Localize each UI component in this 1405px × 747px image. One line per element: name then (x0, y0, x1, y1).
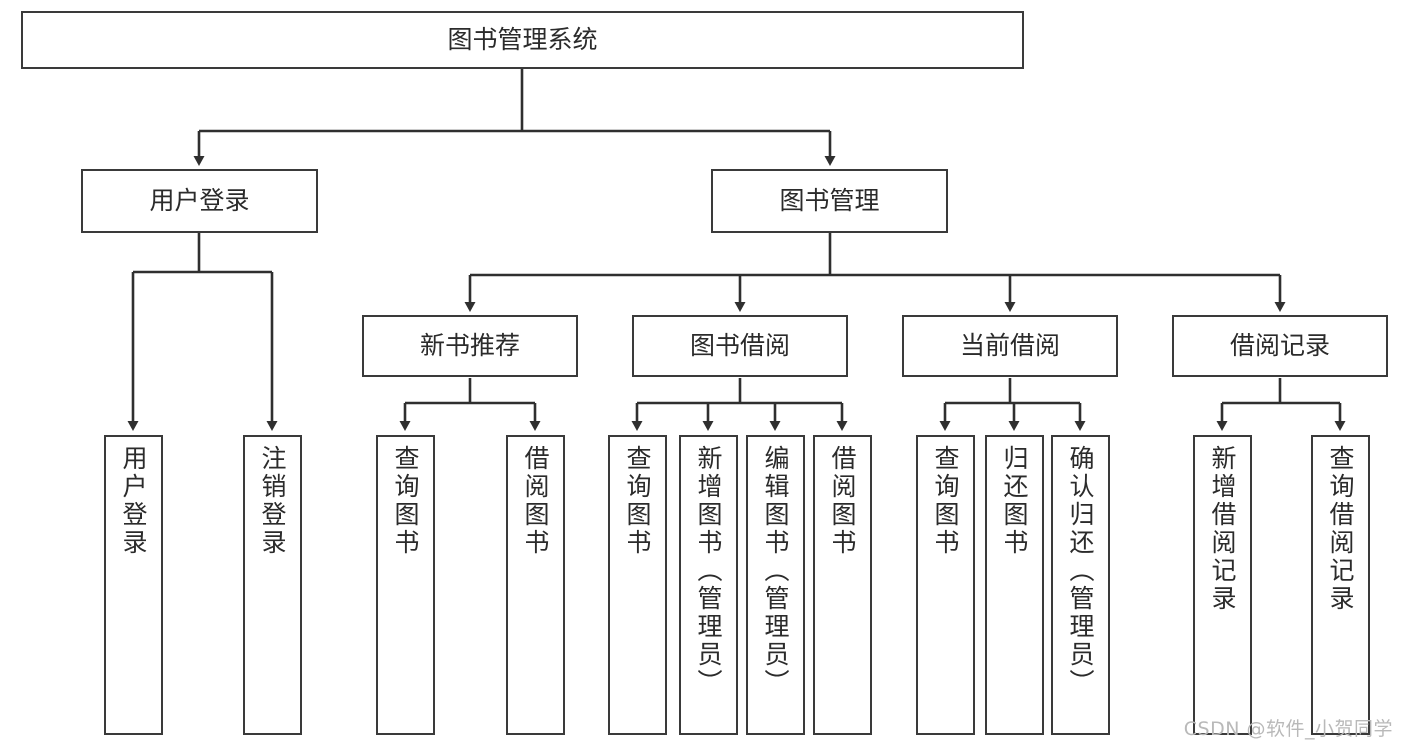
node-new-book-recommend[interactable]: 新书推荐 (362, 315, 578, 377)
node-user-login[interactable]: 用户登录 (81, 169, 318, 233)
leaf-borrow-record-add[interactable]: 新增借阅记录 (1193, 435, 1252, 735)
node-label: 确认归还（管理员） (1066, 445, 1095, 697)
node-label: 归还图书 (1000, 445, 1029, 557)
node-label: 图书借阅 (689, 331, 790, 361)
leaf-new-book-query[interactable]: 查询图书 (376, 435, 435, 735)
leaf-book-borrow-query[interactable]: 查询图书 (608, 435, 667, 735)
leaf-current-borrow-return[interactable]: 归还图书 (985, 435, 1044, 735)
node-label: 图书管理 (779, 186, 880, 216)
node-book-management[interactable]: 图书管理 (711, 169, 948, 233)
node-label: 用户登录 (119, 445, 148, 557)
leaf-current-borrow-query[interactable]: 查询图书 (916, 435, 975, 735)
node-label: 查询图书 (623, 445, 652, 557)
node-label: 当前借阅 (959, 331, 1060, 361)
node-label: 查询图书 (931, 445, 960, 557)
node-label: 新书推荐 (419, 331, 520, 361)
node-label: 查询图书 (391, 445, 420, 557)
leaf-book-borrow-edit[interactable]: 编辑图书（管理员） (746, 435, 805, 735)
node-borrow-record[interactable]: 借阅记录 (1172, 315, 1388, 377)
node-current-borrow[interactable]: 当前借阅 (902, 315, 1118, 377)
node-label: 注销登录 (258, 445, 287, 557)
leaf-user-login-signout[interactable]: 注销登录 (243, 435, 302, 735)
leaf-book-borrow-add[interactable]: 新增图书（管理员） (679, 435, 738, 735)
node-label: 编辑图书（管理员） (761, 445, 790, 697)
node-label: 新增借阅记录 (1208, 445, 1237, 613)
watermark-text: CSDN @软件_小贺同学 (1183, 718, 1393, 740)
node-label: 查询借阅记录 (1326, 445, 1355, 613)
node-label: 用户登录 (149, 186, 250, 216)
node-label: 借阅图书 (521, 445, 550, 557)
leaf-user-login-signin[interactable]: 用户登录 (104, 435, 163, 735)
leaf-borrow-record-query[interactable]: 查询借阅记录 (1311, 435, 1370, 735)
node-label: 新增图书（管理员） (694, 445, 723, 697)
leaf-new-book-borrow[interactable]: 借阅图书 (506, 435, 565, 735)
node-label: 借阅记录 (1229, 331, 1330, 361)
node-label: 图书管理系统 (447, 25, 598, 55)
node-book-borrow[interactable]: 图书借阅 (632, 315, 848, 377)
leaf-current-borrow-confirm-return[interactable]: 确认归还（管理员） (1051, 435, 1110, 735)
node-label: 借阅图书 (828, 445, 857, 557)
node-root-system[interactable]: 图书管理系统 (21, 11, 1024, 69)
leaf-book-borrow-lend[interactable]: 借阅图书 (813, 435, 872, 735)
